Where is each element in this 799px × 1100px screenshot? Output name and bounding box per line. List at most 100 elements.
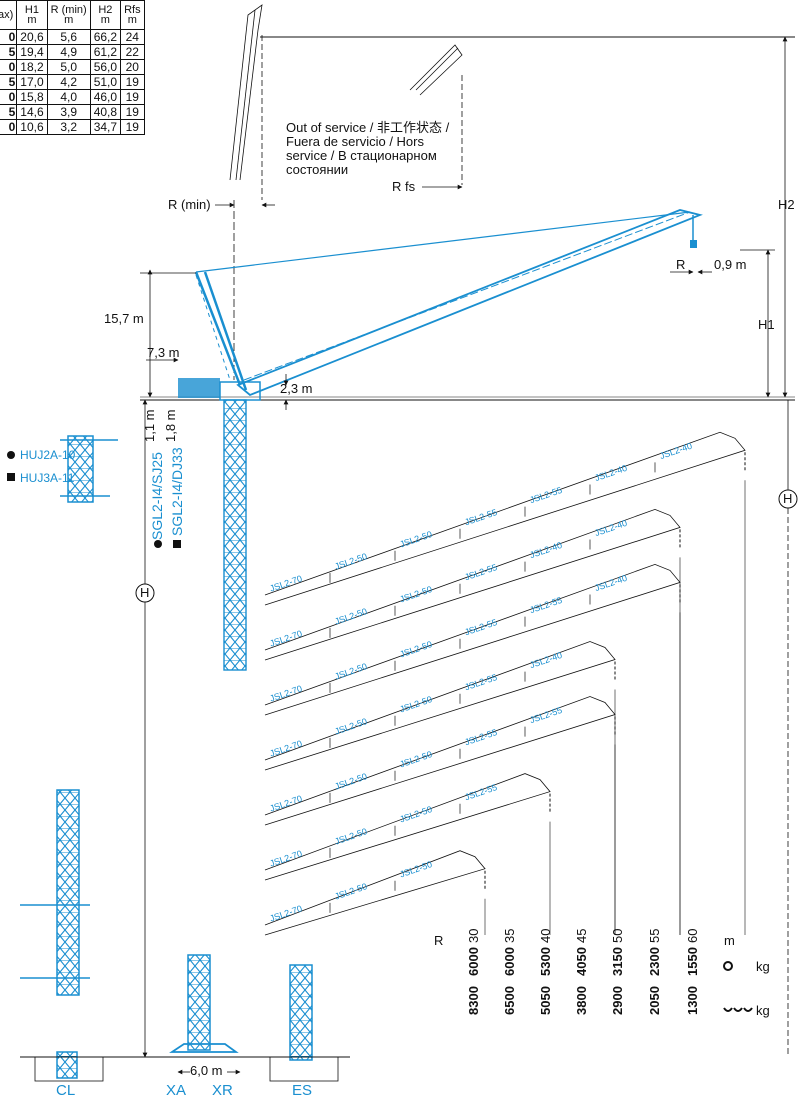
jib-section-label: JSL2-40 [658, 441, 693, 461]
jib-configurations: JSL2-70JSL2-50JSL2-50JSL2-55JSL2-55JSL2-… [264, 431, 746, 936]
jib-section-label: JSL2-70 [268, 628, 303, 648]
jib-section-label: JSL2-70 [268, 573, 303, 593]
jib-configuration: JSL2-70JSL2-50JSL2-50JSL2-55JSL2-55JSL2-… [264, 563, 681, 935]
r-label: R [676, 257, 686, 272]
load-value: 6500 [502, 986, 517, 1015]
huj2a-label: HUJ2A-10 [20, 448, 76, 462]
table-cell: 61,2 [89, 44, 122, 60]
rmin-label: R (min) [168, 197, 211, 212]
jib-section-label: JSL2-70 [268, 848, 303, 868]
jib-section-label: JSL2-55 [528, 705, 563, 725]
load-radius-value: 40 [538, 928, 553, 943]
sgl-label-2: SGL2-I4/DJ33 [169, 447, 185, 536]
load-radius-value: 35 [502, 928, 517, 943]
dim-18: 1,8 m [163, 409, 178, 442]
folded-jib-outline [229, 4, 463, 380]
table-header-cell: R (min) m [46, 0, 91, 30]
jib-section-label: JSL2-55 [463, 672, 498, 692]
h-label-left: H [140, 585, 150, 600]
table-cell: 5,0 [46, 59, 91, 75]
load-radius-value: 55 [647, 928, 662, 943]
mast-sections [20, 435, 313, 1079]
load-value: 3800 [574, 986, 589, 1015]
load-radius-value: 60 [685, 928, 700, 943]
load-value: 5300 [538, 947, 553, 976]
jib-section-label: JSL2-50 [398, 749, 433, 769]
legend-symbols [7, 451, 181, 548]
jib-section-label: JSL2-70 [268, 738, 303, 758]
load-radius-value: 30 [466, 928, 481, 943]
table-cell: 4,2 [46, 74, 91, 90]
table-header-cell: Rfs m [120, 0, 145, 30]
h1-label: H1 [758, 317, 775, 332]
table-cell: 19 [120, 119, 145, 135]
jib-section-label: JSL2-55 [528, 595, 563, 615]
jib-section-label: JSL2-50 [333, 606, 368, 626]
es-label: ES [292, 1082, 313, 1099]
load-value: 6000 [502, 947, 517, 976]
jib-section-label: JSL2-50 [398, 694, 433, 714]
jib-section-label: JSL2-40 [528, 540, 563, 560]
dim-157: 15,7 m [104, 311, 144, 326]
jib-section-label: JSL2-50 [333, 771, 368, 791]
table-cell: 20,6 [16, 29, 48, 45]
load-kg-single: kg [756, 959, 770, 974]
jib-section-label: JSL2-70 [268, 793, 303, 813]
jib-section-label: JSL2-50 [398, 529, 433, 549]
cl-label: CL [56, 1082, 76, 1099]
crane-jib [195, 209, 703, 397]
table-cell: 56,0 [89, 59, 122, 75]
table-cell: 10,6 [16, 119, 48, 135]
foundation-outline [34, 1056, 339, 1082]
table-header-cell: H1 m [16, 0, 48, 30]
jib-configuration: JSL2-70JSL2-50JSL2-50JSL2-55JSL2-40JSL2-… [264, 508, 681, 935]
load-value: 1550 [685, 947, 700, 976]
load-value: 5050 [538, 986, 553, 1015]
jib-section-label: JSL2-40 [593, 518, 628, 538]
jib-section-label: JSL2-55 [463, 562, 498, 582]
load-value: 3150 [610, 947, 625, 976]
load-m-label: m [724, 933, 735, 948]
table-cell: 20 [120, 59, 145, 75]
jib-section-label: JSL2-55 [528, 485, 563, 505]
load-kg-double: kg [756, 1003, 770, 1018]
dim-23: 2,3 m [280, 381, 313, 396]
table-cell: 5,6 [46, 29, 91, 45]
table-cell: 19 [120, 89, 145, 105]
dim-60: 6,0 m [190, 1063, 223, 1078]
dim-11: 1,1 m [142, 409, 157, 442]
jib-section-label: JSL2-50 [333, 661, 368, 681]
jib-section-label: JSL2-50 [398, 804, 433, 824]
jib-section-label: JSL2-55 [463, 782, 498, 802]
h2-label: H2 [778, 197, 795, 212]
jib-configuration: JSL2-70JSL2-50JSL2-50JSL2-55JSL2-55JSL2-… [264, 431, 746, 935]
load-value: 4050 [574, 947, 589, 976]
jib-section-label: JSL2-50 [333, 551, 368, 571]
load-value: 8300 [466, 986, 481, 1015]
xr-label: XR [212, 1082, 233, 1099]
table-cell: 18,2 [16, 59, 48, 75]
jib-section-label: JSL2-50 [333, 716, 368, 736]
load-radius-label: R [434, 933, 444, 948]
load-radius-value: 50 [610, 928, 625, 943]
table-cell: 19,4 [16, 44, 48, 60]
dim-73: 7,3 m [147, 345, 180, 360]
jib-section-label: JSL2-40 [593, 463, 628, 483]
jib-section-label: JSL2-50 [398, 859, 433, 879]
jib-section-label: JSL2-50 [398, 584, 433, 604]
load-value: 2300 [647, 947, 662, 976]
table-cell: 0 [0, 119, 18, 135]
jib-section-label: JSL2-70 [268, 683, 303, 703]
load-value: 6000 [466, 947, 481, 976]
load-value: 2050 [647, 986, 662, 1015]
jib-section-label: JSL2-55 [463, 507, 498, 527]
